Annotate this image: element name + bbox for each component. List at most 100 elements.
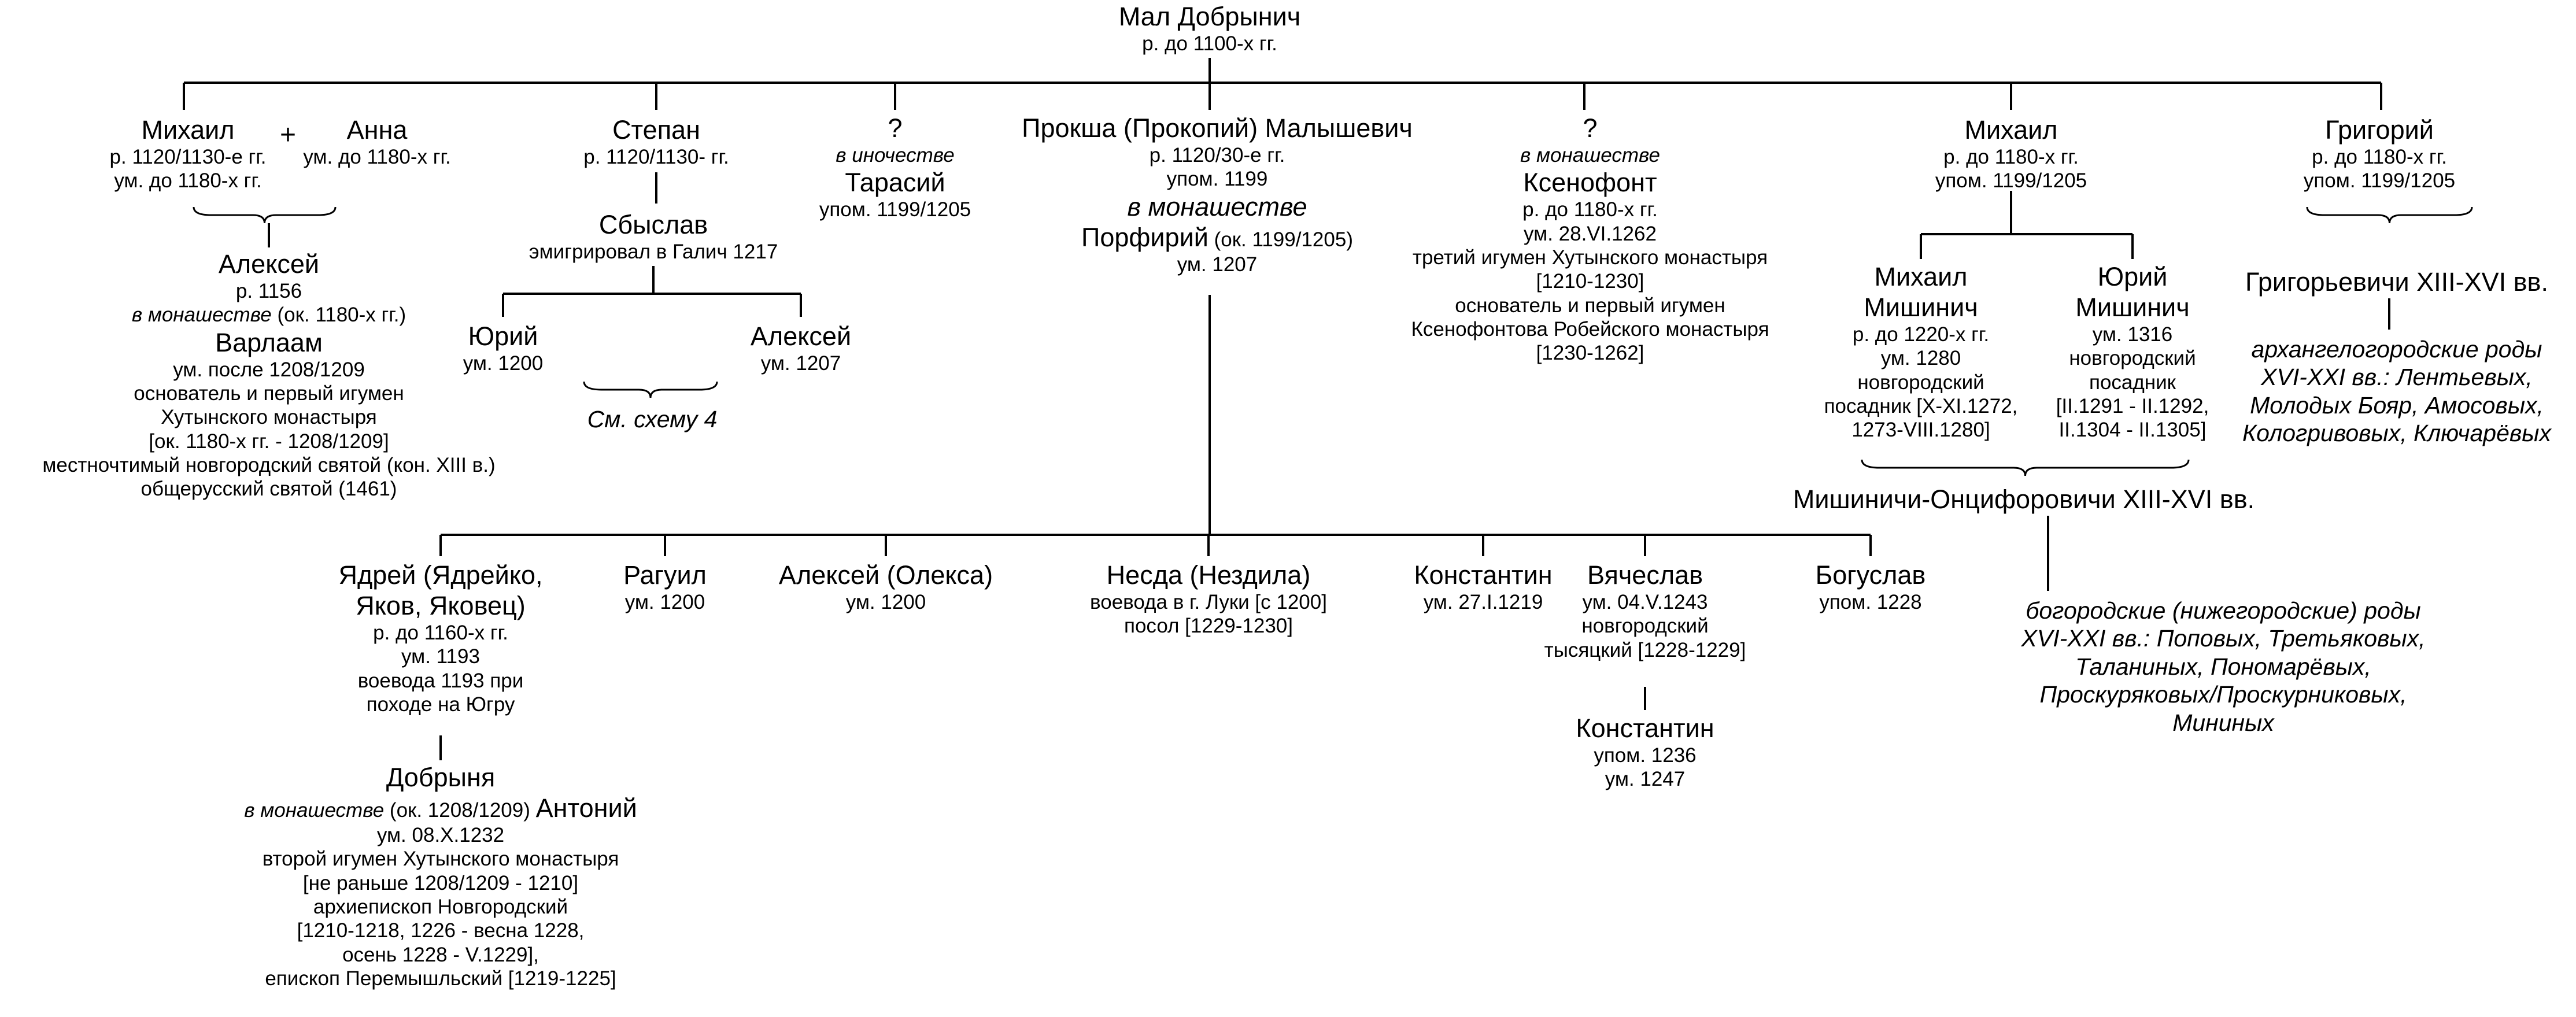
info: ум. 1200 xyxy=(624,591,705,614)
node-aleksei-varlaam: Алексей р. 1156 в монашестве (ок. 1180-х… xyxy=(42,249,495,501)
monastic-label: в монашестве xyxy=(244,799,385,822)
mishinichi-lineage: Мишиничи-Онцифоровичи XIII-XVI вв. xyxy=(1793,485,2255,514)
info: ум. 1207 xyxy=(760,352,841,375)
arkhangelsk-families: архангелогородские роды XVI-XXI вв.: Лен… xyxy=(2242,335,2551,448)
info: р. до 1180-х гг. xyxy=(1943,146,2079,169)
node-stepan: Степан р. 1120/1130- гг. xyxy=(583,114,729,169)
node-mikhail-1: Михаил р. 1120/1130-е гг. ум. до 1180-х … xyxy=(110,114,267,193)
name: Михаил xyxy=(1964,115,2058,145)
info: р. до 1180-х гг. xyxy=(1522,198,1658,221)
name: ? xyxy=(888,113,903,143)
family-line: Проскуряковых/Проскурниковых, xyxy=(2039,681,2407,708)
name: Прокша (Прокопий) Малышевич xyxy=(1022,113,1413,143)
info: Хутынского монастыря xyxy=(161,406,377,429)
grigorievichi-lineage: Григорьевичи XIII-XVI вв. xyxy=(2245,267,2548,297)
info: 1273-VIII.1280] xyxy=(1851,419,1990,442)
family-line: Кологривовых, Ключарёвых xyxy=(2242,420,2551,447)
info: упом. 1199/1205 xyxy=(1935,169,2087,193)
info: II.1304 - II.1305] xyxy=(2058,419,2207,442)
info: ум. 1316 xyxy=(2092,323,2173,346)
info: осень 1228 - V.1229], xyxy=(342,943,539,966)
info: р. 1120/1130- гг. xyxy=(583,146,729,169)
node-aleksei-2: Алексей ум. 1207 xyxy=(751,321,851,375)
name: Алексей xyxy=(750,321,852,351)
info: основатель и первый игумен xyxy=(1455,294,1725,317)
name: Алексей xyxy=(218,249,320,279)
node-anna: Анна ум. до 1180-х гг. xyxy=(303,114,450,169)
node-nesda: Несда (Нездила) воевода в г. Луки [с 120… xyxy=(1090,560,1327,638)
info: [1210-1230] xyxy=(1536,270,1644,293)
info: р. 1156 xyxy=(235,280,302,303)
info: ум. 08.X.1232 xyxy=(376,824,505,847)
name: Юрий xyxy=(2097,262,2168,291)
name: Рагуил xyxy=(623,560,707,590)
name: Мишинич xyxy=(2075,293,2190,323)
info: [II.1291 - II.1292, xyxy=(2056,395,2209,418)
info: ум. 28.VI.1262 xyxy=(1524,222,1657,245)
info: походе на Югру xyxy=(366,693,515,716)
info: р. до 1100-х гг. xyxy=(1142,32,1277,56)
node-aleksei-oleksa: Алексей (Олекса) ум. 1200 xyxy=(779,560,993,614)
family-line: XVI-XXI вв.: Лентьевых, xyxy=(2261,364,2533,391)
monastic-name: Порфирий xyxy=(1081,222,1208,252)
node-dobrynya-antonii: Добрыня в монашестве (ок. 1208/1209) Ант… xyxy=(244,762,637,990)
info: упом. 1228 xyxy=(1819,591,1922,614)
name: Юрий xyxy=(468,321,538,351)
monastic-name: Варлаам xyxy=(215,327,323,357)
node-unknown-tarasii: ? в иночестве Тарасий упом. 1199/1205 xyxy=(819,113,971,222)
grigori-brace xyxy=(2306,206,2473,224)
name: Константин xyxy=(1576,713,1714,743)
family-line: Молодых Бояр, Амосовых, xyxy=(2250,391,2544,419)
info: посадник xyxy=(2089,371,2176,394)
name: Григорий xyxy=(2325,115,2434,145)
info: новгородский xyxy=(1857,371,1984,394)
node-yadrei: Ядрей (Ядрейко, Яков, Яковец) р. до 1160… xyxy=(338,560,542,716)
info: воевода 1193 при xyxy=(357,669,524,692)
info: ум. до 1180-х гг. xyxy=(303,146,451,169)
node-raguil: Рагуил ум. 1200 xyxy=(623,560,707,614)
node-proksha: Прокша (Прокопий) Малышевич р. 1120/30-е… xyxy=(1022,113,1413,276)
info: р. 1120/1130-е гг. xyxy=(109,146,267,169)
info: [1230-1262] xyxy=(1536,342,1644,365)
node-boguslav: Богуслав упом. 1228 xyxy=(1816,560,1926,614)
info: второй игумен Хутынского монастыря xyxy=(262,848,619,871)
monastic-label: в монашестве xyxy=(1127,191,1307,221)
node-unknown-ksenofont: ? в монашестве Ксенофонт р. до 1180-х гг… xyxy=(1411,113,1769,365)
mishinichi-brace xyxy=(1861,459,2190,476)
family-line: Мининых xyxy=(2172,709,2274,736)
name: Богуслав xyxy=(1815,560,1926,590)
info: посол [1229-1230] xyxy=(1124,615,1293,638)
name: Михаил xyxy=(1874,262,1968,291)
name: Мишинич xyxy=(1864,293,1978,323)
node-grigori: Григорий р. до 1180-х гг. упом. 1199/120… xyxy=(2304,114,2455,193)
family-line: богородские (нижегородские) роды xyxy=(2026,597,2421,624)
name: Яков, Яковец) xyxy=(356,591,526,621)
info: упом. 1199 xyxy=(1166,168,1268,191)
name: Константин xyxy=(1414,560,1553,590)
info: р. до 1180-х гг. xyxy=(2312,146,2447,169)
info: [ок. 1180-х гг. - 1208/1209] xyxy=(149,430,389,453)
info: р. 1120/30-е гг. xyxy=(1149,144,1285,167)
info: ум. 1247 xyxy=(1605,768,1686,791)
marriage-plus: + xyxy=(279,120,297,150)
node-yuri-mishinich: Юрий Мишинич ум. 1316 новгородский посад… xyxy=(2056,261,2209,442)
info: р. до 1220-х гг. xyxy=(1852,323,1990,346)
monastic-date: (ок. 1199/1205) xyxy=(1208,228,1353,251)
name: Михаил xyxy=(141,115,235,145)
monastic-name: Ксенофонт xyxy=(1523,168,1657,198)
info: упом. 1236 xyxy=(1594,744,1697,767)
descendants-brace xyxy=(583,381,718,398)
node-sbyslav: Сбыслав эмигрировал в Галич 1217 xyxy=(529,209,778,264)
name: Степан xyxy=(612,115,700,145)
monastic-label: в монашестве xyxy=(1520,144,1660,167)
couple-brace xyxy=(193,206,337,224)
monastic-date: (ок. 1180-х гг.) xyxy=(271,304,406,327)
info: новгородский xyxy=(1581,615,1709,638)
family-line: XVI-XXI вв.: Поповых, Третьяковых, xyxy=(2021,625,2426,652)
info: упом. 1199/1205 xyxy=(2303,169,2456,193)
node-mikhail-mishinich: Михаил Мишинич р. до 1220-х гг. ум. 1280… xyxy=(1824,261,2018,442)
name: Мал Добрынич xyxy=(1118,2,1301,31)
info: архиепископ Новгородский xyxy=(313,896,568,919)
